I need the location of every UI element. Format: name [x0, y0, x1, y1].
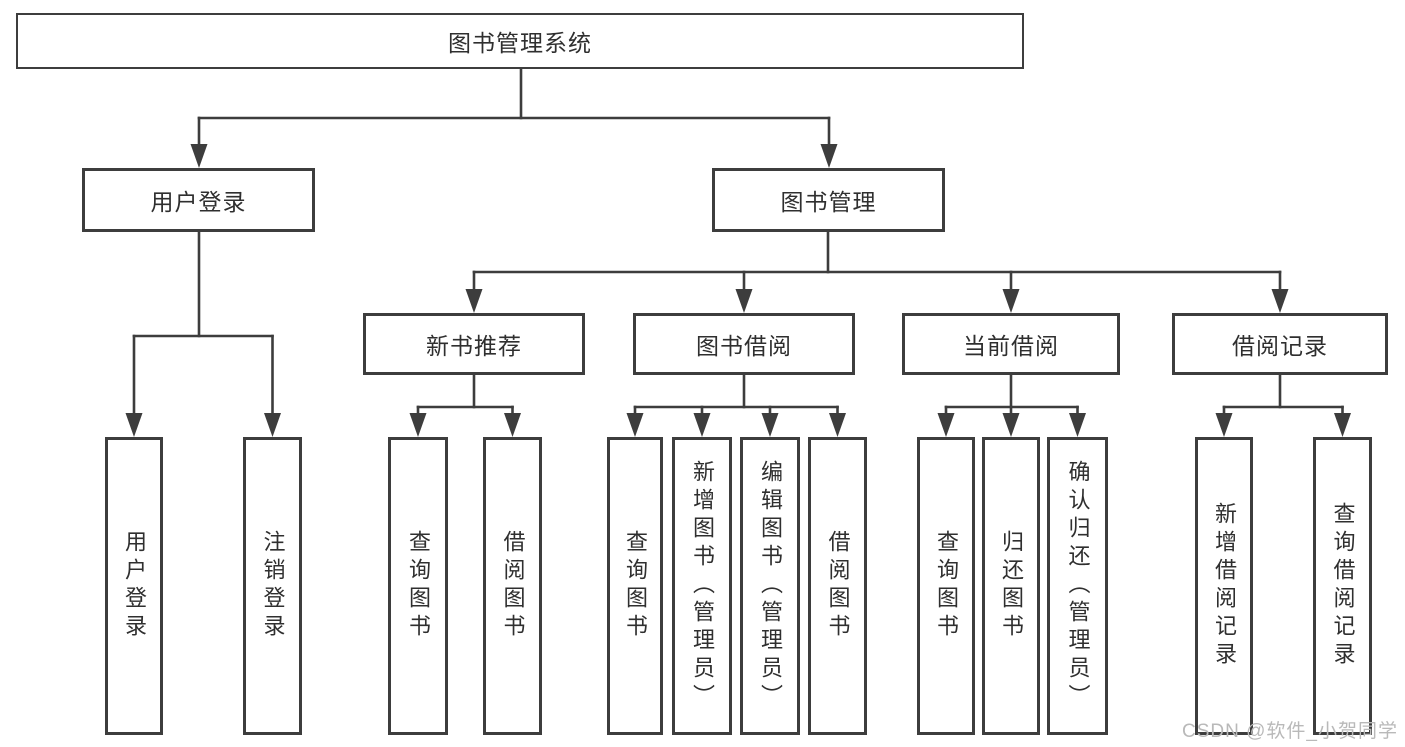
connector-current-borrow-children [937, 373, 1086, 437]
node-label: 归还图书 [999, 530, 1024, 642]
arrowhead-icon [735, 289, 753, 313]
node-label: 用户登录 [122, 530, 147, 642]
node-label: 当前借阅 [963, 333, 1059, 359]
node-label: 用户登录 [150, 189, 247, 215]
arrowhead-icon [504, 413, 521, 437]
node-label: 借阅图书 [825, 530, 851, 642]
node-user-login: 用户登录 [82, 168, 315, 232]
node-label: 图书借阅 [696, 333, 792, 359]
arrowhead-icon [1271, 289, 1289, 313]
arrowhead-icon [626, 413, 644, 437]
leaf-confirm-return-admin: 确认归还（管理员） [1047, 437, 1108, 735]
leaf-edit-book-admin: 编辑图书（管理员） [740, 437, 800, 735]
arrowhead-icon [1215, 413, 1233, 437]
arrowhead-icon [1334, 413, 1351, 437]
leaf-query-book-2: 查询图书 [607, 437, 663, 735]
connector-user-login-children [125, 230, 281, 437]
node-borrow-record: 借阅记录 [1172, 313, 1388, 375]
connector-root-to-level2 [190, 67, 838, 168]
arrowhead-icon [125, 413, 143, 437]
connector-book-mgmt-children [465, 230, 1289, 313]
node-system-root: 图书管理系统 [16, 13, 1024, 69]
connector-new-book-children [409, 373, 521, 437]
leaf-query-book-1: 查询图书 [388, 437, 448, 735]
leaf-user-login: 用户登录 [105, 437, 163, 735]
node-label: 编辑图书（管理员） [758, 460, 783, 712]
node-label: 注销登录 [260, 530, 286, 642]
arrowhead-icon [829, 413, 846, 437]
node-book-borrow: 图书借阅 [633, 313, 855, 375]
leaf-query-book-3: 查询图书 [917, 437, 975, 735]
node-label: 新书推荐 [426, 333, 522, 359]
node-book-management: 图书管理 [712, 168, 945, 232]
arrowhead-icon [1069, 413, 1086, 437]
node-current-borrow: 当前借阅 [902, 313, 1120, 375]
connector-borrow-record-children [1215, 373, 1351, 437]
node-label: 图书管理系统 [448, 30, 592, 56]
arrowhead-icon [264, 413, 281, 437]
node-label: 查询借阅记录 [1330, 502, 1356, 670]
leaf-add-borrow-record: 新增借阅记录 [1195, 437, 1253, 735]
leaf-borrow-book-2: 借阅图书 [808, 437, 867, 735]
node-new-book-recommend: 新书推荐 [363, 313, 585, 375]
leaf-query-borrow-record: 查询借阅记录 [1313, 437, 1372, 735]
node-label: 图书管理 [780, 189, 877, 215]
leaf-borrow-book-1: 借阅图书 [483, 437, 542, 735]
node-label: 查询图书 [934, 530, 959, 642]
arrowhead-icon [409, 413, 427, 437]
arrowhead-icon [190, 144, 208, 168]
node-label: 借阅记录 [1232, 333, 1328, 359]
node-label: 借阅图书 [500, 530, 526, 642]
leaf-return-book: 归还图书 [982, 437, 1040, 735]
arrowhead-icon [693, 413, 711, 437]
watermark: CSDN @软件_小贺同学 [1182, 721, 1398, 742]
leaf-add-book-admin: 新增图书（管理员） [672, 437, 732, 735]
arrowhead-icon [1002, 413, 1020, 437]
node-label: 查询图书 [623, 530, 648, 642]
arrowhead-icon [465, 289, 483, 313]
leaf-logout: 注销登录 [243, 437, 302, 735]
node-label: 新增借阅记录 [1212, 502, 1237, 670]
arrowhead-icon [820, 144, 838, 168]
connector-book-borrow-children [626, 373, 846, 437]
arrowhead-icon [937, 413, 955, 437]
node-label: 新增图书（管理员） [690, 460, 715, 712]
node-label: 查询图书 [406, 530, 431, 642]
arrowhead-icon [1002, 289, 1020, 313]
node-label: 确认归还（管理员） [1065, 460, 1091, 712]
arrowhead-icon [761, 413, 779, 437]
